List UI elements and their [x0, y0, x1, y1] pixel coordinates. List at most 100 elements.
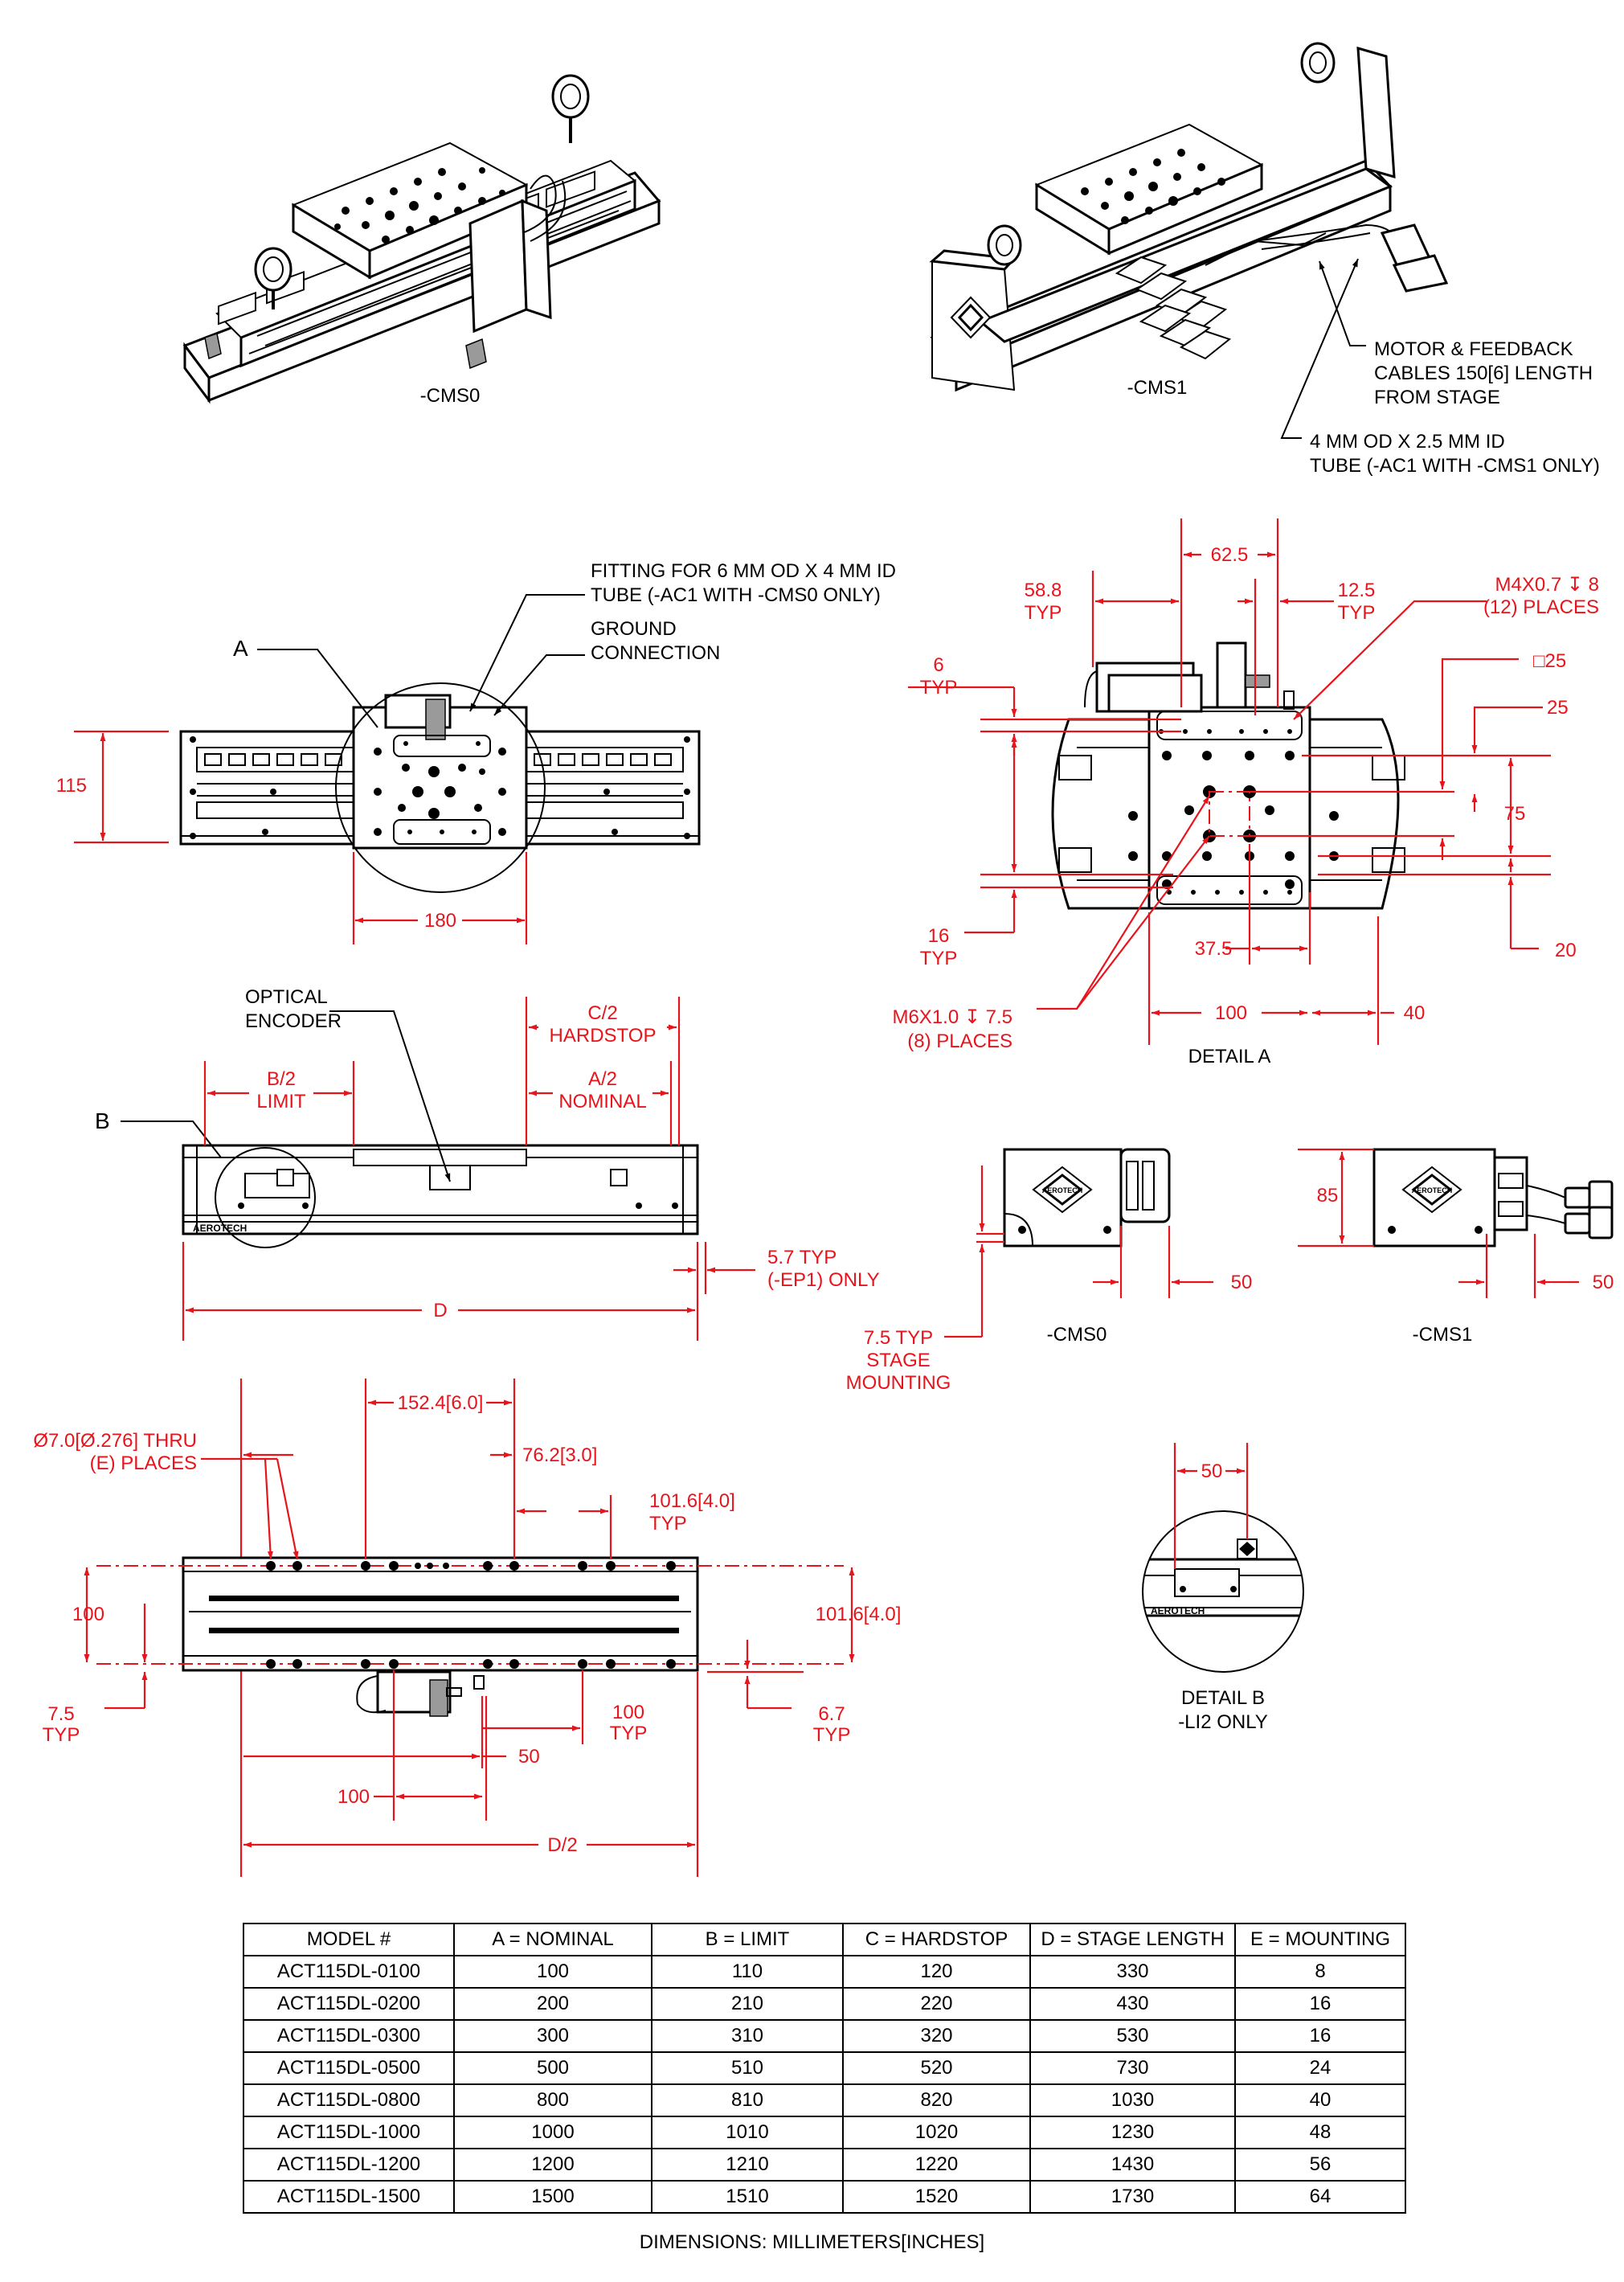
table-cell: ACT115DL-1500 [243, 2180, 455, 2214]
hole-callout-line-2: (E) PLACES [90, 1452, 197, 1474]
detail-b-label-line-1: DETAIL B [1181, 1687, 1265, 1709]
table-cell: 1220 [842, 2148, 1031, 2182]
table-cell: 24 [1234, 2051, 1406, 2085]
dim-d2: D/2 [547, 1834, 577, 1856]
dim-a2-line-1: A/2 [588, 1068, 617, 1090]
table-cell: 220 [842, 1987, 1031, 2021]
dim-b2-line-1: B/2 [267, 1068, 296, 1090]
model-dimension-table: MODEL # A = NOMINAL B = LIMIT C = HARDST… [243, 1923, 1406, 2214]
bottom-view: Ø7.0[Ø.276] THRU (E) PLACES 152.4[6.0] 7… [33, 1379, 901, 1877]
dim-58-8-line-1: 58.8 [1025, 580, 1062, 601]
dim-50-detail-b: 50 [1201, 1461, 1223, 1482]
dim-ep1-line-2: (-EP1) ONLY [767, 1269, 880, 1291]
table-cell: 64 [1234, 2180, 1406, 2214]
top-view: A FITTING FOR 6 MM OD X 4 MM ID TUBE (-A… [56, 560, 896, 944]
dim-7-5-mount-line-1: 7.5 TYP [864, 1327, 933, 1349]
detail-b: AEROTECH 50 DETAIL B -LI2 ONLY [1142, 1443, 1304, 1733]
table-cell: 820 [842, 2083, 1031, 2117]
dim-100-horizontal: 100 [337, 1786, 370, 1808]
table-cell: 1000 [453, 2116, 652, 2149]
table-cell: 8 [1234, 1955, 1406, 1989]
ground-callout-line-2: CONNECTION [591, 642, 720, 664]
table-cell: ACT115DL-0500 [243, 2051, 455, 2085]
table-cell: 1230 [1029, 2116, 1236, 2149]
detail-b-label-line-2: -LI2 ONLY [1178, 1711, 1268, 1733]
dim-50-cms0: 50 [1231, 1272, 1253, 1293]
dim-152-4: 152.4[6.0] [398, 1392, 484, 1414]
callout-m4-line-1: M4X0.7 ↧ 8 [1495, 574, 1599, 596]
callout-m6-line-2: (8) PLACES [907, 1030, 1012, 1052]
dim-c2-line-1: C/2 [587, 1002, 617, 1024]
table-cell: 730 [1029, 2051, 1236, 2085]
encoder-callout-line-2: ENCODER [245, 1010, 342, 1032]
table-cell: 330 [1029, 1955, 1236, 1989]
table-cell: 100 [453, 1955, 652, 1989]
table-cell: 40 [1234, 2083, 1406, 2117]
table-cell: 810 [651, 2083, 844, 2117]
brand-mark-cms0: AEROTECH [1042, 1186, 1083, 1194]
dim-6-line-1: 6 [933, 654, 943, 676]
dim-20: 20 [1555, 940, 1577, 961]
table-cell: 1200 [453, 2148, 652, 2182]
dim-6-7-line-1: 6.7 [818, 1703, 845, 1725]
dim-7-5-line-1: 7.5 [47, 1703, 74, 1725]
dim-50-bottom: 50 [518, 1746, 540, 1768]
callout-m4-line-2: (12) PLACES [1483, 596, 1599, 618]
table-cell: ACT115DL-1200 [243, 2148, 455, 2182]
tube-cms1-line-2: TUBE (-AC1 WITH -CMS1 ONLY) [1310, 455, 1600, 477]
dim-b2-line-2: LIMIT [256, 1091, 306, 1112]
dimensions-units-note: DIMENSIONS: MILLIMETERS[INCHES] [639, 2231, 985, 2253]
table-cell: 1010 [651, 2116, 844, 2149]
dim-25: 25 [1547, 697, 1569, 719]
motor-cables-line-3: FROM STAGE [1374, 387, 1500, 408]
table-cell: 56 [1234, 2148, 1406, 2182]
table-cell: 800 [453, 2083, 652, 2117]
dim-76-2: 76.2[3.0] [522, 1444, 597, 1466]
dim-75: 75 [1504, 803, 1526, 825]
dim-101-6-typ-line-1: 101.6[4.0] [649, 1490, 735, 1512]
detail-a: 62.5 58.8 TYP 12.5 TYP M4X0.7 ↧ 8 (12) P… [892, 518, 1599, 1067]
dim-7-5-mount-line-3: MOUNTING [846, 1372, 951, 1394]
dim-101-6-typ-line-2: TYP [649, 1513, 687, 1534]
dim-square-25: □25 [1533, 650, 1566, 672]
table-cell: ACT115DL-0200 [243, 1987, 455, 2021]
detail-a-label: DETAIL A [1188, 1046, 1271, 1067]
dim-ep1-line-1: 5.7 TYP [767, 1247, 837, 1268]
dim-6-7-line-2: TYP [813, 1724, 851, 1746]
dim-16-line-1: 16 [928, 925, 950, 947]
table-cell: 310 [651, 2019, 844, 2053]
dim-85: 85 [1317, 1185, 1339, 1207]
dim-100-detail-a: 100 [1215, 1002, 1247, 1024]
table-cell: 200 [453, 1987, 652, 2021]
table-cell: 110 [651, 1955, 844, 1989]
header-limit: B = LIMIT [651, 1923, 844, 1956]
table-header-row: MODEL # A = NOMINAL B = LIMIT C = HARDST… [243, 1923, 1406, 1956]
dim-c2-line-2: HARDSTOP [550, 1025, 657, 1047]
iso-view-cms0: -CMS0 [182, 74, 661, 407]
side-cms0-label: -CMS0 [1047, 1324, 1107, 1346]
dim-100-typ-line-2: TYP [610, 1723, 648, 1744]
dim-50-cms1: 50 [1593, 1272, 1614, 1293]
table-cell: ACT115DL-0100 [243, 1955, 455, 1989]
table-cell: 1210 [651, 2148, 844, 2182]
dim-115: 115 [56, 775, 87, 797]
dim-180: 180 [424, 910, 456, 932]
dim-62-5: 62.5 [1211, 544, 1249, 566]
table-cell: 500 [453, 2051, 652, 2085]
iso-cms1-label: -CMS1 [1127, 377, 1188, 399]
tube-cms1-line-1: 4 MM OD X 2.5 MM ID [1310, 431, 1505, 453]
motor-cables-line-2: CABLES 150[6] LENGTH [1374, 363, 1593, 384]
end-view-cms0: AEROTECH 7.5 TYP STAGE MOUNTING 50 -CMS0 [846, 1148, 1253, 1394]
dim-58-8-line-2: TYP [1025, 602, 1062, 624]
table-cell: 1500 [453, 2180, 652, 2214]
header-stage-length: D = STAGE LENGTH [1029, 1923, 1236, 1956]
side-cms1-label: -CMS1 [1413, 1324, 1473, 1346]
dim-12-5-line-2: TYP [1338, 602, 1376, 624]
table-cell: 1520 [842, 2180, 1031, 2214]
fitting-callout-line-2: TUBE (-AC1 WITH -CMS0 ONLY) [591, 584, 881, 606]
end-view-cms1: AEROTECH 85 50 -CMS1 [1298, 1148, 1614, 1346]
